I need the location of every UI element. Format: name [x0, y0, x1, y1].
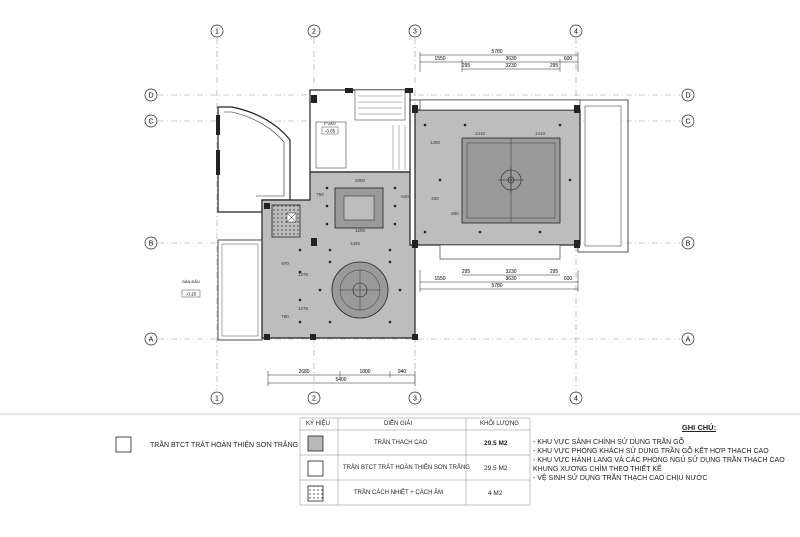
axis-bubble-C-right: C	[681, 114, 695, 128]
svg-text:3230: 3230	[505, 269, 516, 275]
legend-header-qty: KHỐI LƯỢNG	[480, 421, 519, 427]
floor-plan: 1410 1410 1250 750 1425 1275 1275 970 60…	[181, 88, 629, 341]
axis-bubble-2-top: 2	[307, 24, 321, 38]
legend-table	[299, 417, 531, 506]
axis-bubble-D-right: D	[681, 88, 695, 102]
axis-bubble-3-top: 3	[408, 24, 422, 38]
svg-text:750: 750	[316, 192, 324, 197]
svg-text:295: 295	[462, 63, 471, 69]
legend-swatch-insulation	[307, 485, 324, 502]
svg-text:2000: 2000	[355, 178, 366, 183]
svg-text:C: C	[148, 119, 153, 126]
svg-text:330: 330	[431, 196, 439, 201]
axis-bubble-D-left: D	[144, 88, 158, 102]
svg-text:4: 4	[574, 29, 578, 36]
svg-text:295: 295	[550, 63, 559, 69]
svg-text:2680: 2680	[298, 369, 309, 375]
axis-bubble-3-bottom: 3	[408, 391, 422, 405]
axis-bubble-2-bottom: 2	[307, 391, 321, 405]
legend-header-desc: DIỄN GIẢI	[384, 421, 413, 427]
axis-bubble-1-top: 1	[210, 24, 224, 38]
svg-text:4: 4	[574, 396, 578, 403]
svg-text:A: A	[686, 337, 691, 344]
axis-bubble-4-bottom: 4	[569, 391, 583, 405]
axis-bubble-C-left: C	[144, 114, 158, 128]
svg-text:940: 940	[398, 369, 407, 375]
axis-bubble-A-left: A	[144, 332, 158, 346]
axis-bubbles: 1 2 3 4 1 2 3 4 D C B A D C B A	[144, 24, 695, 405]
svg-text:B: B	[149, 241, 154, 248]
svg-text:600: 600	[451, 211, 459, 216]
general-notes: GHI CHÚ: - KHU VỰC SẢNH CHÍNH SỬ DỤNG TR…	[533, 423, 795, 483]
svg-text:640: 640	[401, 194, 409, 199]
svg-text:3230: 3230	[505, 63, 516, 69]
note-line: - VỆ SINH SỬ DỤNG TRẦN THẠCH CAO CHỊU NƯ…	[533, 475, 708, 482]
axis-bubble-1-bottom: 1	[210, 391, 224, 405]
axis-bubble-B-left: B	[144, 236, 158, 250]
legend-row-desc: TRẦN THẠCH CAO	[374, 440, 428, 446]
note-line: - KHU VỰC PHÒNG KHÁCH SỬ DỤNG TRẦN GỖ KẾ…	[533, 448, 769, 455]
svg-text:780: 780	[281, 314, 289, 319]
legend-row-desc: TRẦN BTCT TRÁT HOÀN THIỆN SƠN TRẮNG	[343, 465, 470, 471]
svg-text:970: 970	[281, 261, 289, 266]
svg-text:1: 1	[215, 29, 219, 36]
svg-text:600: 600	[564, 276, 573, 282]
svg-text:A: A	[149, 337, 154, 344]
top-dimensions: 5780 1550 3630 600 295 3230 295	[419, 49, 579, 72]
bottom-right-dimensions: 295 3230 295 1550 3630 600 5780	[419, 269, 579, 292]
legend-row-qty: 4 M2	[488, 490, 503, 497]
axis-bubble-B-right: B	[681, 236, 695, 250]
svg-text:295: 295	[462, 269, 471, 275]
svg-text:295: 295	[550, 269, 559, 275]
svg-text:3630: 3630	[505, 56, 516, 62]
base-dimensions: 2680 1800 940 5400	[267, 369, 416, 386]
legend-left-swatch	[115, 436, 132, 453]
svg-text:C: C	[685, 119, 690, 126]
svg-text:5400: 5400	[335, 377, 346, 383]
svg-text:2: 2	[312, 396, 316, 403]
svg-text:-0.15: -0.15	[186, 292, 197, 297]
svg-text:D: D	[685, 93, 690, 100]
legend-swatch-concrete	[307, 460, 324, 477]
legend-row-desc: TRẦN CÁCH NHIỆT + CÁCH ÂM	[354, 490, 444, 496]
svg-text:1410: 1410	[535, 131, 546, 136]
svg-text:3: 3	[413, 396, 417, 403]
svg-text:F.VÀO: F.VÀO	[324, 121, 336, 126]
svg-text:1275: 1275	[298, 272, 309, 277]
svg-text:1550: 1550	[434, 56, 445, 62]
note-line: - KHU VỰC HÀNH LANG VÀ CÁC PHÒNG NGỦ SỬ …	[533, 457, 785, 473]
svg-text:5780: 5780	[491, 49, 502, 55]
svg-text:1200: 1200	[355, 228, 366, 233]
legend-row-qty: 29.5 M2	[484, 465, 508, 472]
svg-text:1: 1	[215, 396, 219, 403]
svg-text:SÂN ĐẦU: SÂN ĐẦU	[182, 279, 200, 284]
svg-text:1410: 1410	[475, 131, 486, 136]
legend-row-qty: 29.5 M2	[484, 440, 508, 447]
svg-text:600: 600	[564, 56, 573, 62]
legend-left-label: TRẦN BTCT TRÁT HOÀN THIỆN SƠN TRẮNG	[150, 442, 299, 449]
svg-text:5780: 5780	[491, 283, 502, 289]
svg-text:1425: 1425	[350, 241, 361, 246]
svg-text:1250: 1250	[430, 140, 441, 145]
svg-text:-0.05: -0.05	[325, 129, 336, 134]
svg-text:3630: 3630	[505, 276, 516, 282]
svg-text:1550: 1550	[434, 276, 445, 282]
legend-swatch-gypsum	[307, 435, 324, 452]
axis-bubble-4-top: 4	[569, 24, 583, 38]
svg-text:B: B	[686, 241, 691, 248]
notes-title: GHI CHÚ:	[681, 423, 717, 432]
legend-header-symbol: KÝ HIỆU	[306, 421, 331, 427]
axis-bubble-A-right: A	[681, 332, 695, 346]
note-line: - KHU VỰC SẢNH CHÍNH SỬ DỤNG TRẦN GỖ	[533, 439, 685, 446]
svg-text:3: 3	[413, 29, 417, 36]
svg-text:1800: 1800	[359, 369, 370, 375]
svg-text:1275: 1275	[298, 306, 309, 311]
svg-text:D: D	[148, 93, 153, 100]
svg-text:2: 2	[312, 29, 316, 36]
